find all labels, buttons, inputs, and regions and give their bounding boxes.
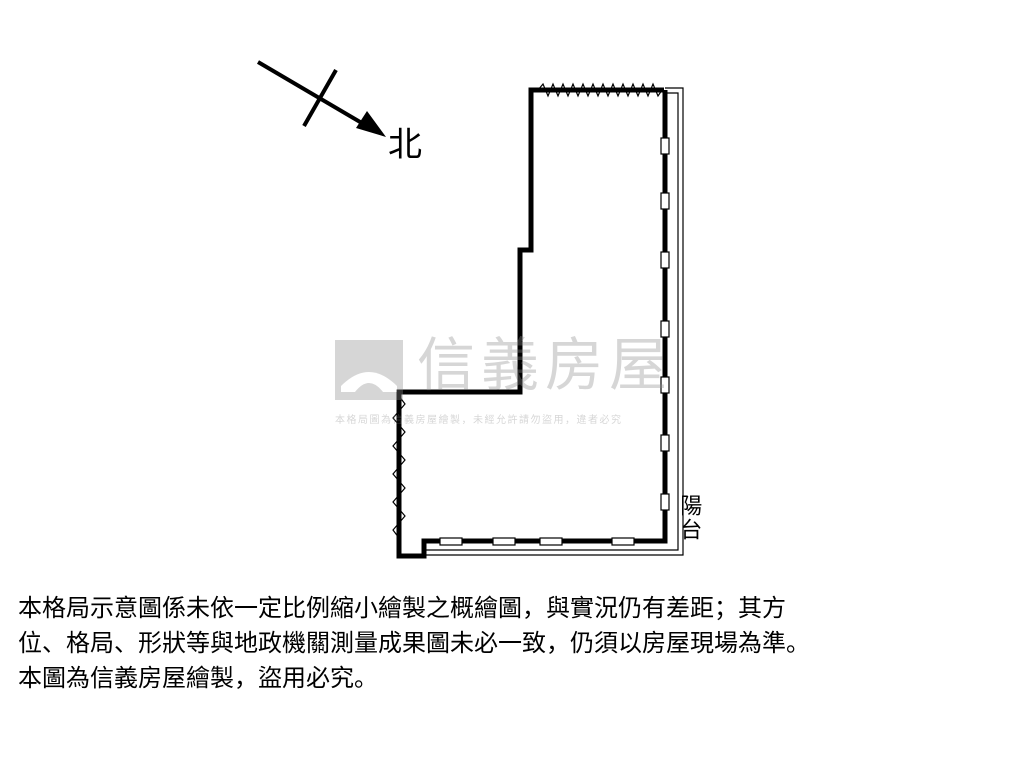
- balcony-outline: [420, 87, 684, 556]
- watermark-brand: 信義房屋: [417, 331, 674, 399]
- watermark-notice: 本格局圖為信義房屋繪製，未經允許請勿盜用，違者必究: [335, 415, 623, 426]
- north-arrow-icon: [256, 60, 386, 137]
- zigzag-wall-left: [392, 395, 406, 539]
- disclaimer-line: 本格局示意圖係未依一定比例縮小繪製之概繪圖，與實況仍有差距；其方: [18, 594, 786, 622]
- sinyi-logo-icon: [335, 340, 403, 400]
- balcony-label: 陽台: [676, 494, 702, 542]
- outer-wall: [396, 87, 668, 559]
- watermark: 信義房屋 本格局圖為信義房屋繪製，未經允許請勿盜用，違者必究: [335, 331, 695, 428]
- right-wall-windows: [660, 137, 670, 511]
- zigzag-wall-top: [537, 82, 663, 98]
- compass-label: 北: [388, 125, 422, 165]
- disclaimer-line: 位、格局、形狀等與地政機關測量成果圖未必一致，仍須以房屋現場為準。: [18, 629, 810, 657]
- bottom-wall-windows: [439, 537, 635, 546]
- disclaimer: 本格局示意圖係未依一定比例縮小繪製之概繪圖，與實況仍有差距；其方 位、格局、形狀…: [18, 591, 1008, 696]
- disclaimer-line: 本圖為信義房屋繪製，盜用必究。: [18, 664, 378, 692]
